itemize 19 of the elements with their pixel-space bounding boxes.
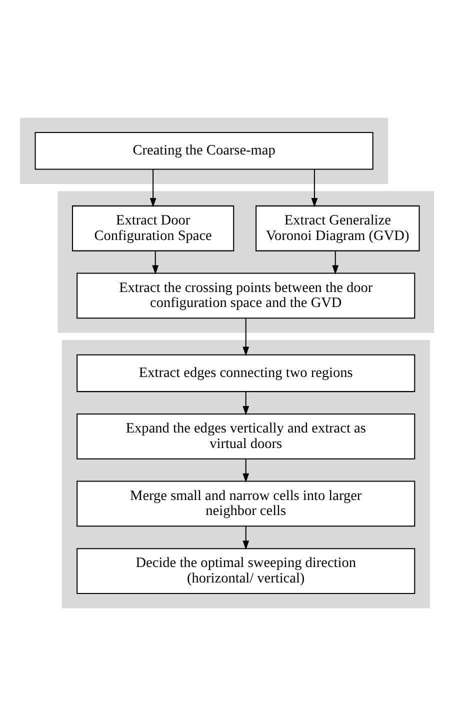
arrow (332, 251, 339, 274)
arrow (152, 251, 159, 274)
node-box: Extract Generalize Voronoi Diagram (GVD) (256, 205, 420, 252)
node-box: Extract Door Configuration Space (72, 205, 234, 252)
node-box: Extract edges connecting two regions (76, 354, 416, 392)
cluster (62, 340, 430, 608)
node-box: Extract the crossing points between the door configuration space and the GVD (76, 272, 416, 319)
arrow (242, 526, 250, 550)
arrow (242, 392, 250, 416)
arrow (242, 318, 250, 356)
arrow (311, 169, 318, 208)
arrow (150, 169, 156, 208)
node-box: Expand the edges vertically and extract as virtual doors (76, 413, 416, 460)
node-box: Decide the optimal sweeping direction (horizontal/ vertical) (76, 548, 416, 594)
cluster (58, 191, 434, 333)
cluster (20, 118, 388, 184)
node-box: Merge small and narrow cells into larger neighbor cells (76, 480, 416, 527)
arrow (242, 459, 250, 483)
node-box: Creating the Coarse-map (34, 132, 374, 170)
